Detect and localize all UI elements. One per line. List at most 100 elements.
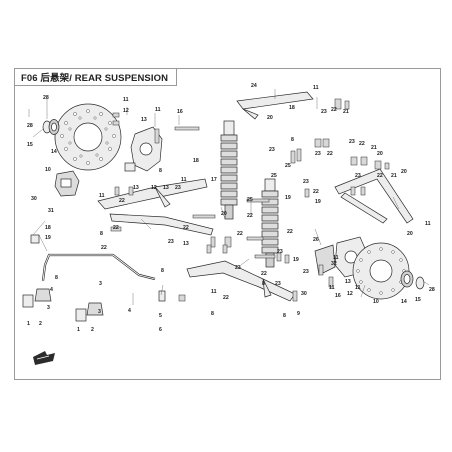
part-label: 15 [415,297,421,303]
right-lower-arm [186,260,296,302]
part-label: 2 [91,327,94,333]
part-label: 8 [161,268,164,274]
right-upper-arm [334,168,414,224]
part-label: 11 [181,177,187,183]
part-label: 26 [313,237,319,243]
part-label: 1 [77,327,80,333]
part-label: 11 [123,97,129,103]
part-label: 18 [193,158,199,164]
part-label: 14 [401,299,407,305]
part-label: 23 [315,151,321,157]
left-lower-a-arm [109,213,214,236]
part-label: 25 [285,163,291,169]
part-label: 25 [271,173,277,179]
part-label: 4 [50,287,53,293]
part-label: 22 [377,173,383,179]
part-label: 8 [291,137,294,143]
part-label: 11 [333,255,339,261]
part-label: 3 [99,281,102,287]
part-label: 11 [355,285,361,291]
part-label: 30 [31,196,37,202]
part-label: 28 [27,123,33,129]
part-label: 8 [283,313,286,319]
part-label: 3 [47,305,50,311]
part-label: 23 [303,269,309,275]
part-label: 28 [429,287,435,293]
part-label: 22 [119,198,125,204]
part-label: 23 [355,173,361,179]
fasteners [110,98,390,302]
part-label: 12 [347,291,353,297]
part-label: 1 [27,321,30,327]
part-label: 22 [359,141,365,147]
part-label: 10 [373,299,379,305]
diagram-sheet: 28 28 15 14 10 30 31 18 19 8 4 3 3 3 1 2… [14,68,441,380]
leader-lines [28,89,430,305]
part-label: 16 [335,293,341,299]
part-label: 8 [159,168,162,174]
part-label: 23 [269,147,275,153]
part-label: 13 [345,279,351,285]
upper-crossmember [236,91,314,120]
part-label: 13 [163,185,169,191]
part-label: 22 [183,225,189,231]
part-label: 20 [407,231,413,237]
part-label: 13 [133,185,139,191]
part-label: 22 [101,245,107,251]
part-label: 20 [401,169,407,175]
part-label: 16 [177,109,183,115]
part-label: 22 [247,213,253,219]
part-label: 23 [175,185,181,191]
part-label: 21 [391,173,397,179]
part-label: 13 [183,241,189,247]
right-bearing [400,270,425,290]
part-label: 23 [303,179,309,185]
part-label: 22 [313,189,319,195]
page-title: F06 后悬架/ REAR SUSPENSION [21,73,169,84]
part-label: 11 [155,107,161,113]
part-label: 22 [237,231,243,237]
part-label: 23 [349,139,355,145]
part-label: 17 [211,177,217,183]
left-brake-disc [54,103,122,171]
part-label: 11 [211,289,217,295]
part-label: 22 [331,107,337,113]
part-label: 11 [313,85,319,91]
part-label: 6 [159,327,162,333]
part-label: 13 [141,117,147,123]
part-label: 22 [223,295,229,301]
stabilizer-bushings [22,234,166,322]
part-label: 23 [277,249,283,255]
part-label: 2 [39,321,42,327]
part-label: 14 [51,149,57,155]
part-label: 11 [99,193,105,199]
front-arrow-icon [33,351,55,365]
right-shock-absorber [261,178,279,268]
part-label: 8 [262,281,265,287]
part-label: 23 [275,281,281,287]
part-label: 8 [55,275,58,281]
part-label: 23 [321,109,327,115]
title-box: F06 后悬架/ REAR SUSPENSION [15,69,178,86]
part-label: 10 [45,167,51,173]
part-label: 22 [327,151,333,157]
part-label: 4 [128,308,131,314]
left-shock-absorber [220,120,238,220]
left-knuckle [124,126,163,172]
part-label: 5 [159,313,162,319]
exploded-view: 28 28 15 14 10 30 31 18 19 8 4 3 3 3 1 2… [22,83,435,365]
part-label: 19 [45,235,51,241]
part-label: 24 [251,83,257,89]
part-label: 12 [123,108,129,114]
right-brake-disc [352,242,410,300]
part-label: 21 [343,109,349,115]
part-label: 31 [48,208,54,214]
part-label: 11 [329,285,335,291]
part-label: 19 [315,199,321,205]
part-label: 28 [43,95,49,101]
left-upper-a-arm [97,178,208,210]
part-label: 20 [377,151,383,157]
part-label: 3 [98,309,101,315]
part-label: 9 [297,311,300,317]
part-label: 19 [285,195,291,201]
